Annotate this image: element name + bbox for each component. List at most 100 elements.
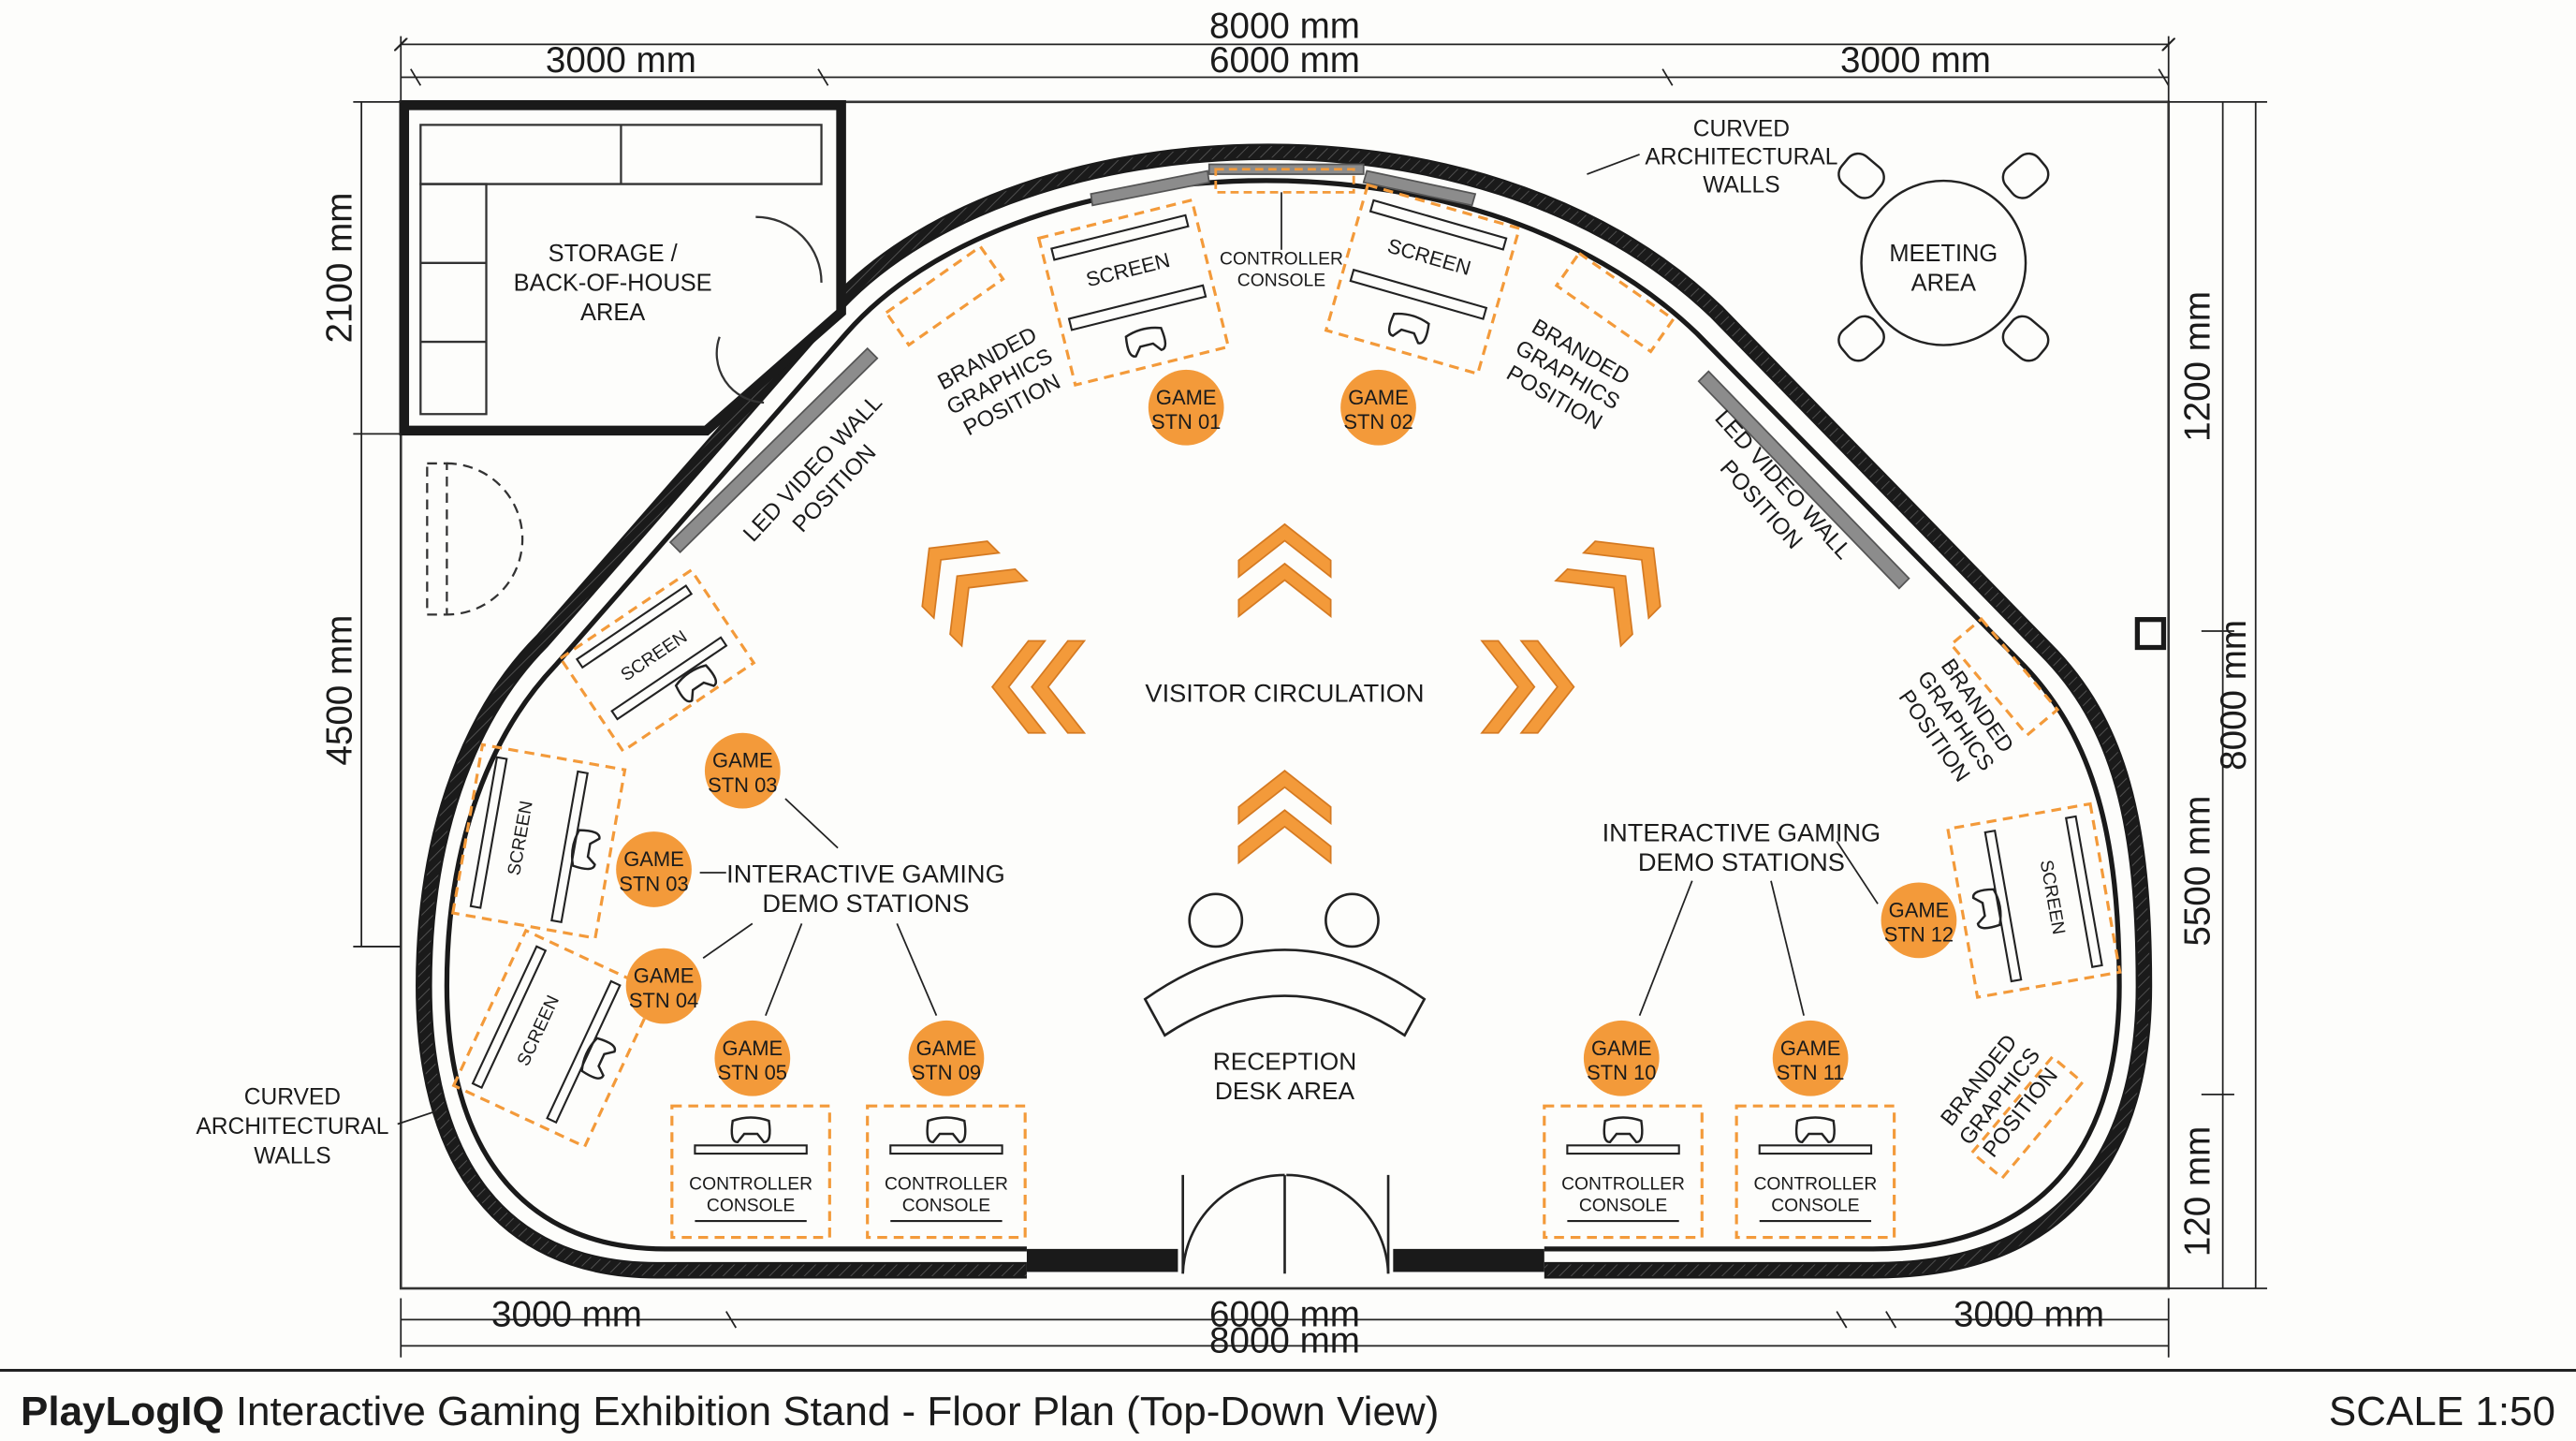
reception-desk xyxy=(1143,892,1427,1037)
leader-lines xyxy=(699,798,1879,1016)
svg-text:INTERACTIVE GAMING: INTERACTIVE GAMING xyxy=(726,859,1005,888)
console-station-10: CONTROLLER CONSOLE xyxy=(1543,1104,1704,1240)
svg-text:WALLS: WALLS xyxy=(1703,172,1779,198)
svg-text:MEETING: MEETING xyxy=(1889,241,1998,267)
svg-text:WALLS: WALLS xyxy=(254,1144,330,1169)
svg-text:GAME: GAME xyxy=(916,1037,977,1060)
dim-top-center: 6000 mm xyxy=(1209,40,1360,81)
svg-text:CONSOLE: CONSOLE xyxy=(1771,1197,1859,1216)
game-station-01: GAME STN 01 xyxy=(1148,369,1224,446)
dimension-lines xyxy=(353,36,2268,1358)
game-station-03a: GAME STN 03 xyxy=(704,732,781,809)
dim-right-mid: 5500 mm xyxy=(2178,796,2218,947)
game-station-05: GAME STN 05 xyxy=(714,1020,791,1096)
svg-text:GAME: GAME xyxy=(712,749,773,772)
scale-label: SCALE 1:50 xyxy=(2328,1389,2555,1434)
brand-name: PlayLogIQ xyxy=(21,1389,225,1434)
dim-right-total: 8000 mm xyxy=(2214,620,2254,771)
dim-top-total: 8000 mm xyxy=(1209,6,1360,46)
svg-text:DEMO STATIONS: DEMO STATIONS xyxy=(762,889,969,918)
svg-text:ARCHITECTURAL: ARCHITECTURAL xyxy=(1645,145,1837,170)
game-station-10: GAME STN 10 xyxy=(1583,1020,1660,1096)
svg-text:CONTROLLER: CONTROLLER xyxy=(885,1175,1008,1195)
dim-top-left: 3000 mm xyxy=(546,40,696,81)
console-station-09: CONTROLLER CONSOLE xyxy=(866,1104,1027,1240)
column xyxy=(2134,617,2167,651)
game-station-03b: GAME STN 03 xyxy=(616,831,692,907)
svg-text:BACK-OF-HOUSE: BACK-OF-HOUSE xyxy=(514,271,712,297)
game-station-09: GAME STN 09 xyxy=(908,1020,985,1096)
svg-text:CONSOLE: CONSOLE xyxy=(707,1197,795,1216)
svg-text:CONSOLE: CONSOLE xyxy=(1237,271,1325,290)
svg-text:ARCHITECTURAL: ARCHITECTURAL xyxy=(196,1114,388,1140)
svg-text:GAME: GAME xyxy=(1591,1037,1652,1060)
floor-plan: 8000 mm 3000 mm 6000 mm 3000 mm 3000 mm … xyxy=(196,6,2268,1360)
svg-text:STN 11: STN 11 xyxy=(1777,1061,1845,1084)
svg-text:CONTROLLER: CONTROLLER xyxy=(1220,250,1343,270)
svg-text:INTERACTIVE GAMING: INTERACTIVE GAMING xyxy=(1603,818,1881,847)
svg-text:STN 12: STN 12 xyxy=(1884,923,1954,947)
side-door xyxy=(426,462,524,616)
curved-architectural-wall xyxy=(416,143,2153,1279)
dim-bottom-center: 6000 mm xyxy=(1209,1294,1360,1334)
svg-text:STN 01: STN 01 xyxy=(1151,410,1221,434)
dim-bottom-right: 3000 mm xyxy=(1954,1294,2104,1334)
dim-right-top: 1200 mm xyxy=(2178,291,2218,442)
svg-text:CONSOLE: CONSOLE xyxy=(1579,1197,1667,1216)
console-station-11: CONTROLLER CONSOLE xyxy=(1734,1104,1896,1240)
svg-text:GAME: GAME xyxy=(1156,386,1217,409)
svg-text:STORAGE /: STORAGE / xyxy=(549,241,679,267)
svg-text:GAME: GAME xyxy=(1889,898,1950,921)
svg-text:CURVED: CURVED xyxy=(244,1084,341,1110)
svg-text:GAME: GAME xyxy=(1780,1037,1841,1060)
svg-text:CONTROLLER: CONTROLLER xyxy=(689,1175,812,1195)
dim-left-top: 2100 mm xyxy=(320,193,360,344)
dim-left-mid: 4500 mm xyxy=(320,615,360,766)
curved-walls-label-top: CURVED ARCHITECTURAL WALLS xyxy=(1645,117,1837,199)
visitor-circulation-label: VISITOR CIRCULATION xyxy=(1145,678,1424,707)
svg-text:GAME: GAME xyxy=(623,847,684,871)
svg-text:STN 02: STN 02 xyxy=(1343,410,1412,434)
svg-text:DESK AREA: DESK AREA xyxy=(1215,1077,1355,1105)
svg-text:STN 09: STN 09 xyxy=(912,1061,981,1084)
svg-text:CURVED: CURVED xyxy=(1693,117,1790,142)
game-station-12: GAME STN 12 xyxy=(1881,882,1957,959)
svg-text:GAME: GAME xyxy=(723,1037,783,1060)
demo-label-left: INTERACTIVE GAMING DEMO STATIONS xyxy=(726,859,1005,918)
storage-room xyxy=(399,100,846,436)
svg-text:AREA: AREA xyxy=(1911,271,1976,297)
entrance-doors xyxy=(1181,1173,1390,1274)
title-text: Interactive Gaming Exhibition Stand - Fl… xyxy=(224,1389,1440,1434)
title-block: PlayLogIQ Interactive Gaming Exhibition … xyxy=(0,1369,2576,1441)
dim-bottom-total: 8000 mm xyxy=(1209,1320,1360,1360)
meeting-table xyxy=(1837,152,2050,362)
meeting-label: MEETING AREA xyxy=(1889,241,1998,297)
dim-bottom-left: 3000 mm xyxy=(491,1294,642,1334)
storage-label: STORAGE / BACK-OF-HOUSE AREA xyxy=(514,241,712,326)
svg-text:CONTROLLER: CONTROLLER xyxy=(1753,1175,1877,1195)
demo-label-right: INTERACTIVE GAMING DEMO STATIONS xyxy=(1603,818,1881,877)
svg-text:STN 03: STN 03 xyxy=(708,773,777,797)
dimension-labels: 8000 mm 3000 mm 6000 mm 3000 mm 3000 mm … xyxy=(320,6,2255,1360)
dim-right-bottom: 120 mm xyxy=(2178,1126,2218,1257)
curved-walls-label-left: CURVED ARCHITECTURAL WALLS xyxy=(196,1084,388,1169)
game-station-02: GAME STN 02 xyxy=(1340,369,1416,446)
drawing-title: PlayLogIQ Interactive Gaming Exhibition … xyxy=(21,1389,1439,1435)
svg-text:GAME: GAME xyxy=(1348,386,1409,409)
game-station-04: GAME STN 04 xyxy=(625,948,702,1024)
svg-text:DEMO STATIONS: DEMO STATIONS xyxy=(1638,847,1845,876)
svg-text:STN 05: STN 05 xyxy=(718,1061,787,1084)
svg-text:AREA: AREA xyxy=(580,300,645,326)
svg-text:STN 10: STN 10 xyxy=(1587,1061,1656,1084)
led-video-walls xyxy=(668,163,1910,590)
game-station-11: GAME STN 11 xyxy=(1772,1020,1849,1096)
svg-text:CONSOLE: CONSOLE xyxy=(902,1197,990,1216)
controller-console-top: CONTROLLER CONSOLE xyxy=(1220,250,1343,291)
svg-text:GAME: GAME xyxy=(634,964,695,988)
dim-top-right: 3000 mm xyxy=(1840,40,1991,81)
reception-label: RECEPTION DESK AREA xyxy=(1213,1048,1357,1106)
console-station-05: CONTROLLER CONSOLE xyxy=(670,1104,831,1240)
svg-text:STN 04: STN 04 xyxy=(629,989,698,1012)
svg-text:CONTROLLER: CONTROLLER xyxy=(1561,1175,1685,1195)
svg-text:STN 03: STN 03 xyxy=(619,872,688,895)
